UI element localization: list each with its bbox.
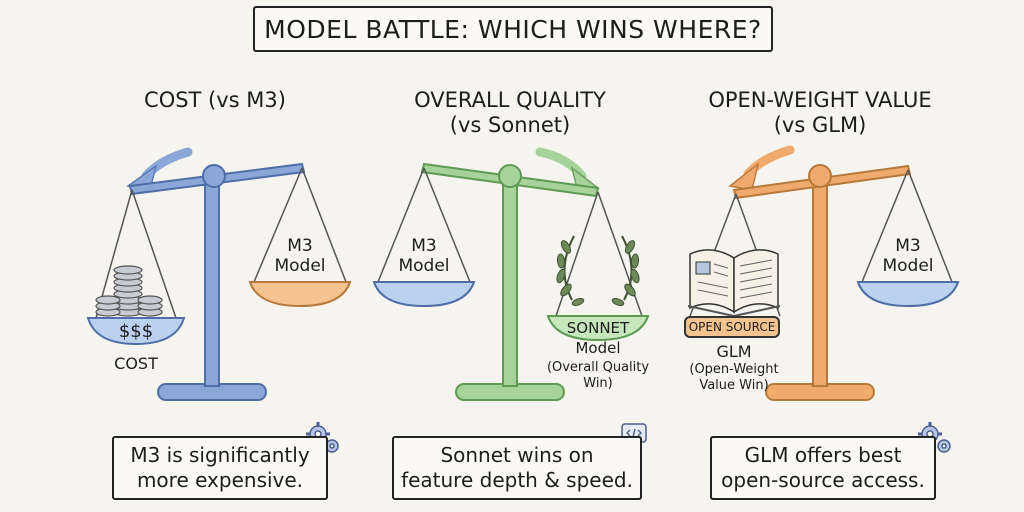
note-line: Value Win) xyxy=(699,378,769,393)
scale-quality xyxy=(372,147,650,401)
scale-pillar xyxy=(502,177,518,387)
pan-label-m3: M3 Model xyxy=(380,236,468,276)
pan-strings-right xyxy=(861,169,953,283)
pan-label-dollars: $$$ xyxy=(96,322,176,342)
scale-pillar xyxy=(204,177,220,387)
note-line: (Open-Weight xyxy=(689,362,779,377)
open-source-badge: OPEN SOURCE xyxy=(684,316,780,338)
panel-heading-cost: COST (vs M3) xyxy=(110,88,320,113)
pan-right xyxy=(546,315,650,342)
caption-line: open-source access. xyxy=(721,468,925,492)
pan-label-glm: GLM xyxy=(694,342,774,362)
open-book-icon xyxy=(687,249,781,318)
pan-label-m3: M3 Model xyxy=(256,236,344,276)
caption-line: Sonnet wins on xyxy=(440,443,594,467)
pan-label-m3: M3 Model xyxy=(864,236,952,276)
pan-label-sonnet: SONNET Model xyxy=(548,318,648,358)
heading-subline: (vs Sonnet) xyxy=(449,113,571,137)
page-title-text: MODEL BATTLE: WHICH WINS WHERE? xyxy=(264,14,762,44)
note-line: (Overall Quality xyxy=(546,360,650,375)
pan-label-line: GLM xyxy=(716,342,752,361)
note-line: Win) xyxy=(583,376,613,391)
scale-pivot xyxy=(498,164,522,188)
scale-pivot xyxy=(202,164,226,188)
caption-cost: M3 is significantly more expensive. xyxy=(112,436,328,500)
heading-line: OPEN-WEIGHT VALUE xyxy=(708,88,932,112)
heading-line: COST (vs M3) xyxy=(144,88,286,112)
scale-cost xyxy=(86,147,352,401)
heading-subline: (vs GLM) xyxy=(773,113,867,137)
pan-right xyxy=(248,281,352,308)
tilt-arrow-head xyxy=(728,162,760,191)
pan-note-sonnet: (Overall Quality Win) xyxy=(530,360,666,392)
caption-line: M3 is significantly xyxy=(130,443,310,467)
pan-label-line: COST xyxy=(114,354,158,373)
scale-pivot xyxy=(808,164,832,188)
pan-label-line: M3 xyxy=(411,236,437,256)
page-title: MODEL BATTLE: WHICH WINS WHERE? xyxy=(253,6,773,52)
pan-strings-left xyxy=(377,167,471,283)
scale-pillar xyxy=(812,177,828,387)
pan-label-line: Model xyxy=(274,256,326,276)
pan-label-line: Model xyxy=(575,339,621,357)
caption-open-weight: GLM offers best open-source access. xyxy=(710,436,936,500)
caption-line: more expensive. xyxy=(136,468,304,492)
pan-label-line: Model xyxy=(398,256,450,276)
pan-left xyxy=(372,281,476,308)
pan-left xyxy=(86,317,186,346)
coin-stack-icon xyxy=(95,265,163,317)
panel-heading-open-weight: OPEN-WEIGHT VALUE (vs GLM) xyxy=(690,88,950,138)
scale-open-weight xyxy=(687,145,960,401)
panel-heading-quality: OVERALL QUALITY (vs Sonnet) xyxy=(390,88,630,138)
pan-right xyxy=(856,281,960,308)
caption-line: GLM offers best xyxy=(744,443,902,467)
pan-label-line: M3 xyxy=(287,236,313,256)
pan-label-line: $$$ xyxy=(118,321,154,342)
caption-quality: Sonnet wins on feature depth & speed. xyxy=(392,436,642,500)
caption-line: feature depth & speed. xyxy=(401,468,633,492)
pan-sublabel-cost: COST xyxy=(96,354,176,374)
pan-label-line: SONNET xyxy=(566,319,630,337)
pan-strings-right xyxy=(253,167,347,283)
heading-line: OVERALL QUALITY xyxy=(414,88,606,112)
pan-note-glm: (Open-Weight Value Win) xyxy=(676,362,792,394)
pan-label-line: Model xyxy=(882,256,934,276)
pan-label-line: M3 xyxy=(895,236,921,256)
laurel-wreath-icon xyxy=(556,235,640,306)
